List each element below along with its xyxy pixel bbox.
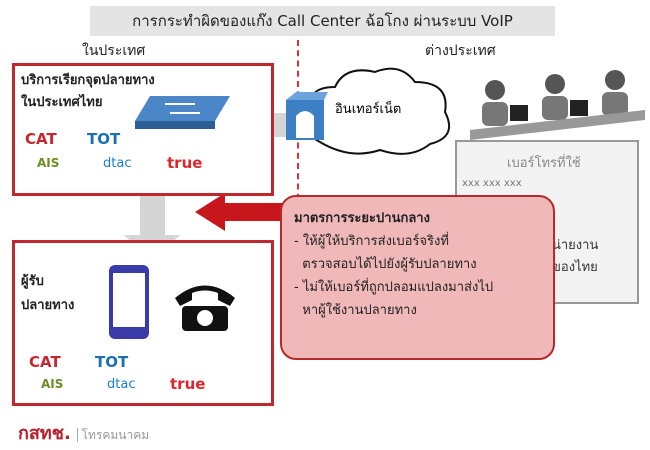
telecom-label: โทรคมนาคม bbox=[76, 428, 150, 442]
mid-term-measures-callout: มาตรการระยะปานกลาง - ให้ผู้ให้บริการส่งเ… bbox=[280, 195, 555, 360]
callout-heading: มาตรการระยะปานกลาง bbox=[294, 211, 430, 226]
callout-item: - ไม่ให้เบอร์ที่ถูกปลอมแปลงมาส่งไป bbox=[294, 280, 494, 295]
top-box-label-1: บริการเรียกจุดปลายทาง bbox=[21, 73, 155, 88]
true-logo: true bbox=[170, 375, 206, 393]
top-box-label-2: ในประเทศไทย bbox=[21, 95, 103, 110]
nbtc-logo: กสทช. โทรคมนาคม bbox=[18, 418, 150, 447]
true-logo: true bbox=[167, 154, 203, 172]
receiver-box: ผู้รับ ปลายทาง CAT TOT AIS dtac true bbox=[12, 240, 274, 406]
nbtc-logo-text: กสทช. bbox=[18, 423, 71, 444]
number-box-partial-1: น่ายงาน bbox=[552, 238, 599, 253]
tot-logo: TOT bbox=[87, 130, 121, 148]
number-box-partial-2: ของไทย bbox=[552, 260, 598, 275]
tot-logo: TOT bbox=[95, 353, 129, 371]
dtac-logo: dtac bbox=[107, 377, 136, 392]
callout-item: - ให้ผู้ให้บริการส่งเบอร์จริงที่ bbox=[294, 234, 449, 249]
cat-logo: CAT bbox=[29, 353, 61, 371]
ais-logo: AIS bbox=[37, 156, 60, 170]
diagram-title: การกระทำผิดของแก๊ง Call Center ฉ้อโกง ผ่… bbox=[90, 6, 555, 36]
switch-icon bbox=[135, 96, 230, 129]
cat-logo: CAT bbox=[25, 130, 57, 148]
callout-item: ตรวจสอบได้ไปยังผู้รับปลายทาง bbox=[294, 257, 477, 272]
telephone-icon bbox=[175, 285, 235, 331]
bottom-box-label-2: ปลายทาง bbox=[21, 298, 75, 313]
callout-item: หาผู้ใช้งานปลายทาง bbox=[294, 303, 417, 318]
number-box-title: เบอร์โทรที่ใช้ bbox=[507, 156, 581, 171]
mobile-phone-icon bbox=[109, 265, 149, 339]
ais-logo: AIS bbox=[41, 377, 64, 391]
bottom-box-label-1: ผู้รับ bbox=[21, 274, 44, 289]
destination-service-box: บริการเรียกจุดปลายทาง ในประเทศไทย CAT TO… bbox=[12, 63, 274, 196]
internet-label: อินเทอร์เน็ต bbox=[335, 102, 402, 117]
domestic-label: ในประเทศ bbox=[82, 43, 146, 59]
call-center-operators-icon bbox=[470, 70, 645, 140]
red-arrow-left bbox=[195, 193, 290, 231]
gateway-icon bbox=[286, 92, 328, 140]
phone-number: xxx xxx xxx bbox=[462, 178, 522, 189]
foreign-label: ต่างประเทศ bbox=[425, 43, 496, 59]
dtac-logo: dtac bbox=[103, 156, 132, 171]
